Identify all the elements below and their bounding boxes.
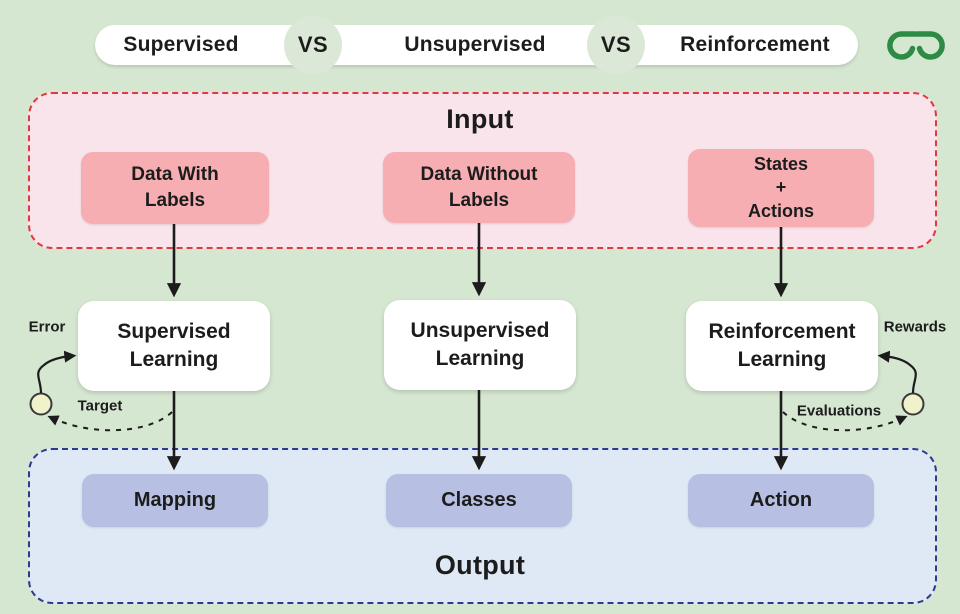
- feedback-node-right: [901, 392, 925, 416]
- model-box-reinforcement-learning: Reinforcement Learning: [686, 301, 878, 391]
- output-section-title: Output: [434, 550, 526, 580]
- input-box-states-actions: States + Actions: [688, 149, 874, 227]
- header-supervised-label: Supervised: [123, 33, 239, 56]
- header-pill: [95, 25, 858, 65]
- input-box-data-with-labels: Data With Labels: [81, 152, 269, 224]
- feedback-rewards-label: Rewards: [883, 318, 947, 336]
- geeksforgeeks-logo-icon: [884, 21, 948, 67]
- input-section-title: Input: [446, 104, 514, 134]
- header-unsupervised-label: Unsupervised: [404, 33, 546, 56]
- feedback-target-label: Target: [77, 397, 123, 415]
- model-box-supervised-learning: Supervised Learning: [78, 301, 270, 391]
- arrow-error-feedback: [37, 350, 77, 394]
- output-box-classes: Classes: [386, 474, 572, 527]
- output-box-action: Action: [688, 474, 874, 527]
- model-box-unsupervised-learning: Unsupervised Learning: [384, 300, 576, 390]
- arrow-rewards-feedback: [877, 350, 917, 394]
- input-box-data-without-labels: Data Without Labels: [383, 152, 575, 223]
- feedback-evaluations-label: Evaluations: [796, 402, 882, 420]
- vs-circle-right: [587, 16, 645, 74]
- header-vs-right-label: VS: [600, 32, 632, 57]
- vs-circle-left: [284, 16, 342, 74]
- header-vs-left-label: VS: [297, 32, 329, 57]
- feedback-node-left: [29, 392, 53, 416]
- arrow-target-feedback: [47, 411, 173, 432]
- header-reinforcement-label: Reinforcement: [680, 33, 830, 56]
- feedback-error-label: Error: [28, 318, 66, 336]
- output-box-mapping: Mapping: [82, 474, 268, 527]
